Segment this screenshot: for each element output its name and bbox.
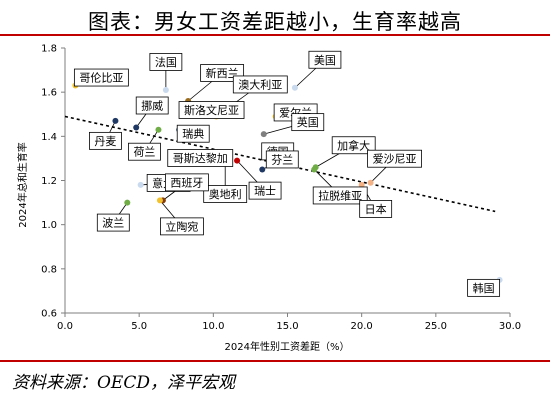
x-tick-label: 5.0: [131, 321, 147, 332]
y-tick-label: 1.6: [41, 88, 57, 99]
data-label: 西班牙: [170, 176, 203, 189]
x-tick-label: 20.0: [351, 321, 373, 332]
trendline-layer: [64, 115, 496, 213]
data-label: 奥地利: [209, 187, 242, 201]
data-point: [259, 166, 266, 173]
data-label-box: [167, 149, 234, 167]
data-point: [162, 86, 169, 93]
x-tick-label: 0.0: [57, 321, 73, 332]
data-label-box: [89, 131, 122, 150]
y-tick-label: 1.0: [41, 220, 57, 231]
data-label: 波兰: [102, 217, 124, 230]
data-point: [155, 126, 162, 133]
x-tick-label: 30.0: [499, 321, 521, 332]
data-label-box: [164, 173, 209, 192]
data-label: 挪威: [141, 99, 163, 113]
x-tick-label: 10.0: [202, 321, 224, 332]
data-label-box: [135, 96, 169, 115]
data-label: 立陶宛: [165, 219, 198, 233]
data-label: 美国: [314, 54, 336, 67]
data-label: 斯洛文尼亚: [184, 103, 239, 117]
y-tick-label: 1.2: [41, 176, 57, 187]
data-label-box: [232, 75, 288, 94]
data-point: [311, 166, 318, 173]
data-label: 拉脱维亚: [318, 188, 362, 202]
data-label: 瑞典: [182, 127, 204, 141]
data-label: 荷兰: [133, 146, 155, 159]
x-tick-label: 25.0: [425, 321, 447, 332]
data-label: 澳大利亚: [238, 77, 282, 91]
data-label-box: [367, 149, 422, 168]
data-label-box: [176, 124, 210, 143]
data-label-box: [312, 186, 368, 205]
data-label: 哥伦比亚: [79, 71, 123, 85]
source-divider: [0, 360, 550, 362]
data-label-layer: 哥伦比亚法国新西兰澳大利亚美国斯洛文尼亚爱尔兰挪威丹麦荷兰瑞典英国德国哥斯达黎加…: [73, 50, 501, 297]
data-label-box: [200, 64, 245, 82]
y-axis-label: 2024年总和生育率: [16, 142, 29, 227]
title-divider: [0, 34, 550, 36]
data-label-box: [203, 185, 248, 203]
label-leader-layer: [75, 59, 500, 289]
trendline: [64, 115, 496, 213]
data-label-box: [359, 200, 393, 218]
source-note: 资料来源：OECD，泽平宏观: [12, 373, 235, 393]
data-point: [367, 179, 374, 186]
data-point: [358, 181, 365, 188]
data-label: 英国: [297, 115, 319, 129]
data-label-box: [265, 150, 299, 169]
data-label: 新西兰: [206, 66, 239, 80]
data-label-box: [96, 213, 130, 232]
data-point: [260, 131, 267, 138]
data-label-box: [73, 68, 129, 87]
data-label: 丹麦: [94, 135, 116, 148]
data-label: 爱沙尼亚: [373, 153, 417, 166]
data-label: 瑞士: [254, 184, 276, 198]
chart-title: 图表：男女工资差距越小，生育率越高: [88, 10, 462, 34]
y-tick-label: 0.8: [41, 264, 57, 275]
data-label-box: [248, 181, 282, 200]
data-point: [124, 199, 131, 206]
data-label: 加拿大: [337, 138, 370, 152]
y-tick-label: 1.4: [41, 132, 57, 143]
y-tick-label: 1.8: [41, 44, 57, 55]
data-label-box: [291, 113, 325, 132]
x-tick-label: 15.0: [276, 321, 298, 332]
data-label-box: [308, 50, 342, 69]
data-label-box: [128, 142, 161, 161]
x-axis-label: 2024年性别工资差距（%）: [225, 340, 350, 353]
data-label: 芬兰: [271, 153, 293, 166]
data-point: [291, 84, 298, 91]
data-point: [234, 157, 241, 164]
data-label: 法国: [155, 55, 177, 69]
data-label: 韩国: [473, 281, 495, 295]
data-label: 哥斯达黎加: [173, 151, 228, 165]
data-label-box: [149, 53, 183, 71]
data-label: 日本: [365, 202, 387, 216]
data-label-box: [160, 217, 204, 236]
data-point: [112, 117, 119, 124]
chart-axes: 0.0 5.0 10.0 15.0 20.0 25.0 30.0 0.6 0.8 1.0 1.2 1.…: [41, 44, 521, 333]
data-label-box: [331, 136, 376, 155]
data-point: [133, 124, 140, 131]
data-point: [137, 181, 144, 188]
data-label-box: [467, 278, 501, 297]
y-tick-label: 0.6: [41, 309, 57, 320]
data-point: [156, 197, 163, 204]
data-label-box: [178, 101, 245, 119]
